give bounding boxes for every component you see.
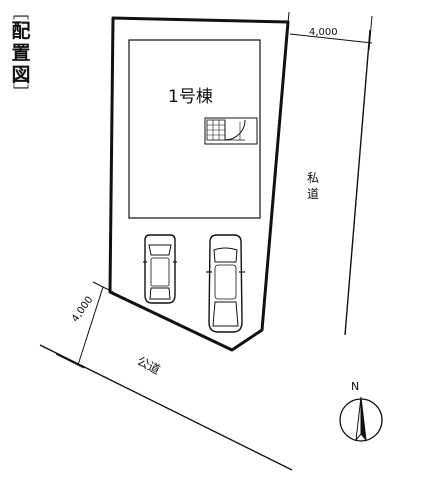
- private-road-edge: [344, 29, 371, 336]
- stair-detail: [204, 117, 258, 145]
- north-label: N: [351, 380, 360, 393]
- public-road-edge: [39, 344, 293, 471]
- private-road-label: 私 道: [306, 170, 320, 202]
- title-char: 配: [11, 20, 31, 42]
- title-char: 図: [11, 64, 31, 86]
- parked-car-left: [143, 234, 177, 304]
- building-label: 1号棟: [168, 87, 213, 107]
- left-dimension: [55, 281, 114, 369]
- parked-car-right: [206, 234, 245, 333]
- private-road-char: 道: [306, 187, 319, 201]
- title-open-bracket: ﹇: [12, 3, 29, 22]
- top-dimension: [285, 11, 373, 51]
- north-arrow-icon: [339, 396, 383, 442]
- title-char: 置: [11, 42, 31, 64]
- plan-title: ﹇ 配 置 図 ﹈: [4, 3, 38, 102]
- private-road-char: 私: [306, 171, 319, 185]
- lot-boundary: [108, 16, 290, 352]
- top-dimension-label: 4,000: [309, 27, 338, 38]
- title-close-bracket: ﹈: [12, 83, 29, 102]
